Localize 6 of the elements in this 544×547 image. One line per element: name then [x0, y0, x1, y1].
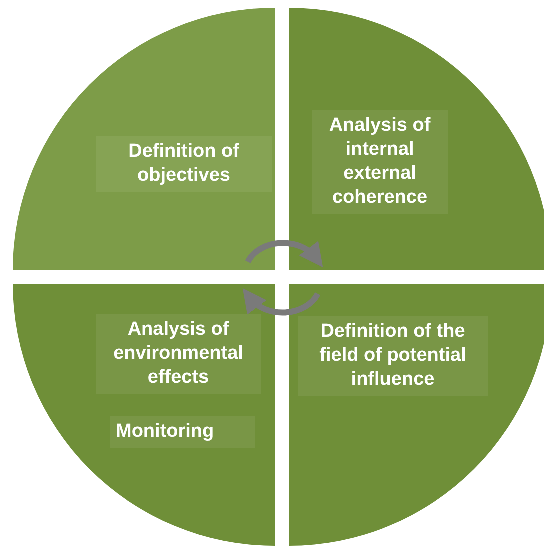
segment-label: Definition of objectives [96, 136, 272, 192]
segment-label: Analysis of internal external coherence [312, 110, 448, 214]
segment-label: Analysis of environmental effects [96, 314, 261, 394]
curved-arrow [242, 288, 321, 316]
segment-label: Definition of the field of potential influence [298, 316, 488, 396]
segment-label: Monitoring [110, 416, 255, 448]
